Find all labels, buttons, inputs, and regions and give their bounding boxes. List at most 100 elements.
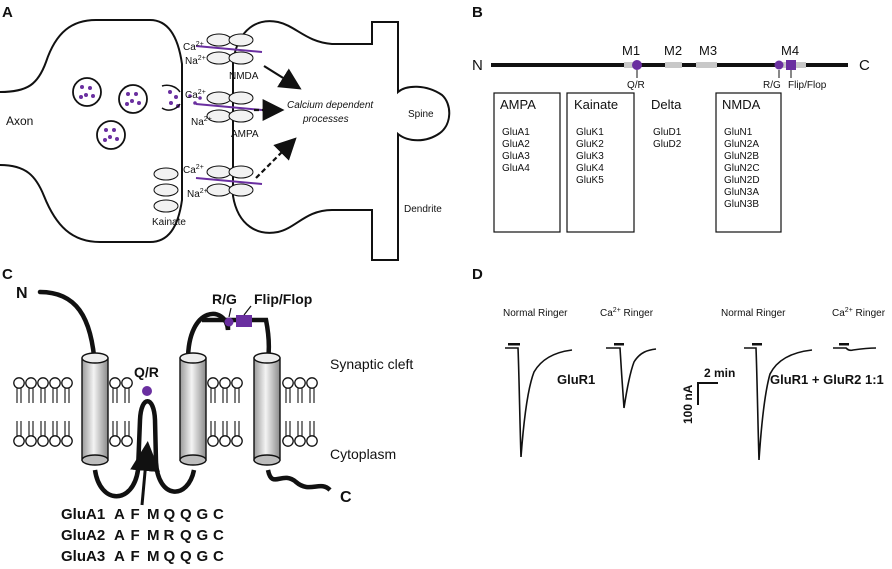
c-terminal-tail (265, 469, 332, 492)
kainate-box (566, 92, 635, 233)
residue-glua2-4: Q (180, 527, 192, 544)
subunit-glua3: GluA3 (502, 151, 530, 162)
synaptic-cleft-label: Synaptic cleft (330, 356, 413, 372)
na-ion-kainate: Na2+ (187, 188, 208, 200)
panel-label-a: A (2, 4, 13, 21)
subunit-glun3b: GluN3B (724, 199, 759, 210)
subunit-topology: N C M1 M2 M3 M4 Q/R R/G Flip/Flop AMPAGl… (472, 43, 870, 233)
glur1-glur2-label: GluR1 + GluR2 1:1 (770, 372, 884, 387)
normal-ringer-label-1: Normal Ringer (503, 308, 568, 319)
receptor-family-lists: AMPAGluA1GluA2GluA3GluA4KainateGluK1GluK… (500, 97, 761, 210)
rg-label-b: R/G (763, 80, 781, 91)
helix-m1 (81, 352, 109, 466)
subunit-glun1: GluN1 (724, 127, 753, 138)
ca-ringer-label-2: Ca2+ Ringer (832, 307, 886, 319)
residue-glua3-1: F (131, 548, 140, 565)
trace-glur1-glur2-normal (744, 347, 813, 461)
current-recordings: Normal Ringer Ca2+ Ringer Normal Ringer … (503, 307, 886, 461)
na-ion-ampa: Na2+ (191, 116, 212, 128)
synaptic-vesicles (72, 77, 202, 150)
synapse-diagram: Axon Spine Dendrite Ca2+ Na2+ NMDA Ca2+ … (0, 19, 451, 261)
residue-glua2-6: C (213, 527, 224, 544)
sequence-name-glua3: GluA3 (61, 548, 105, 565)
c-terminus-b: C (859, 57, 870, 74)
residue-glua1-4: Q (180, 506, 192, 523)
residue-glua1-0: A (114, 506, 125, 523)
m1-label: M1 (622, 43, 640, 58)
qr-label-c: Q/R (134, 364, 159, 380)
flipflop-label-b: Flip/Flop (788, 80, 827, 91)
scale-time-label: 2 min (704, 366, 735, 380)
subunit-glua2: GluA2 (502, 139, 530, 150)
m2-segment (665, 62, 682, 68)
ampa-box (493, 92, 561, 233)
subunit-gluk3: GluK3 (576, 151, 604, 162)
ampa-label: AMPA (231, 129, 259, 140)
residue-glua2-0: A (114, 527, 125, 544)
presynaptic-terminal (0, 19, 183, 243)
glur1-label: GluR1 (557, 372, 595, 387)
ca-ringer-label-1: Ca2+ Ringer (600, 307, 654, 319)
family-header-kainate: Kainate (574, 97, 618, 112)
panel-label-b: B (472, 4, 483, 21)
residue-glua3-4: Q (180, 548, 192, 565)
c-terminus-c: C (340, 489, 352, 506)
rg-label-c: R/G (212, 291, 237, 307)
rg-site-dot (774, 60, 784, 70)
nmda-box (715, 92, 782, 233)
helix-m4 (253, 352, 281, 466)
residue-glua1-2: M (147, 506, 160, 523)
sequence-name-glua2: GluA2 (61, 527, 105, 544)
m2-label: M2 (664, 43, 682, 58)
m3-label: M3 (699, 43, 717, 58)
lipid-bilayer (13, 377, 318, 447)
m4-label: M4 (781, 43, 799, 58)
residue-glua3-6: C (213, 548, 224, 565)
subunit-glun2a: GluN2A (724, 139, 759, 150)
ampa-receptor (195, 91, 263, 123)
residue-glua3-2: M (147, 548, 160, 565)
n-terminal-tail (37, 289, 98, 371)
residue-glua3-3: Q (164, 548, 176, 565)
trace-glur1-ca (606, 347, 657, 409)
subunit-glun3a: GluN3A (724, 187, 759, 198)
sequence-name-glua1: GluA1 (61, 506, 105, 523)
postsynaptic-dendrite (232, 20, 451, 261)
dendrite-label: Dendrite (404, 204, 442, 215)
nmda-arrow (263, 65, 302, 90)
subunit-gluk4: GluK4 (576, 163, 604, 174)
family-header-delta: Delta (651, 97, 682, 112)
scale-bar (697, 382, 718, 405)
m2-loop (92, 399, 197, 499)
subunit-gluk5: GluK5 (576, 175, 604, 186)
family-header-ampa: AMPA (500, 97, 536, 112)
membrane-topology: N C R/G Flip/Flop Q/R Synaptic cleft Cyt… (13, 285, 413, 565)
trace-glur1-normal (505, 347, 573, 458)
subunit-glua4: GluA4 (502, 163, 530, 174)
kainate-receptor-post (195, 165, 263, 197)
residue-glua1-5: G (197, 506, 209, 523)
subunit-glua1: GluA1 (502, 127, 530, 138)
subunit-glun2b: GluN2B (724, 151, 759, 162)
panel-label-c: C (2, 266, 13, 283)
subunit-gluk1: GluK1 (576, 127, 604, 138)
subunit-glud1: GluD1 (653, 127, 682, 138)
kainate-label: Kainate (152, 217, 186, 228)
residue-glua2-2: M (147, 527, 160, 544)
flipflop-box (786, 60, 796, 70)
flipflop-label-c: Flip/Flop (254, 291, 312, 307)
residue-glua3-0: A (114, 548, 125, 565)
subunit-glun2d: GluN2D (724, 175, 760, 186)
nmda-label: NMDA (229, 71, 259, 82)
residue-glua2-5: G (197, 527, 209, 544)
ca-ion-nmda: Ca2+ (183, 41, 204, 53)
qr-site-c (142, 386, 152, 396)
ca-ion-kainate: Ca2+ (183, 164, 204, 176)
residue-glua1-3: Q (164, 506, 176, 523)
kainate-arrow (255, 137, 297, 179)
residue-glua1-6: C (213, 506, 224, 523)
n-terminus-c: N (16, 285, 28, 302)
subunit-gluk2: GluK2 (576, 139, 604, 150)
panel-label-d: D (472, 266, 483, 283)
